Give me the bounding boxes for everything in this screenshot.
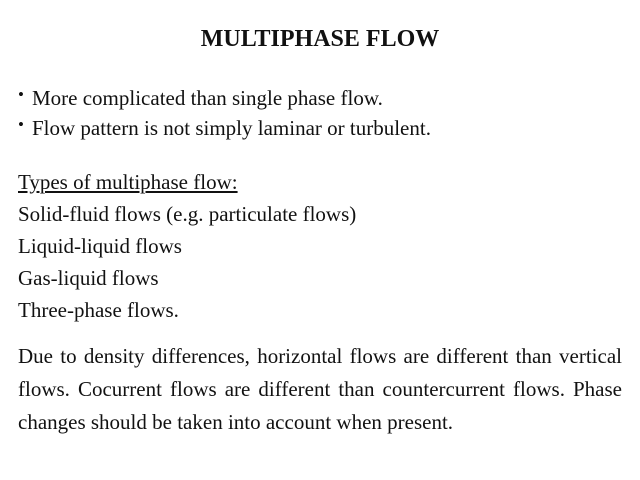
slide-title: MULTIPHASE FLOW xyxy=(200,26,440,52)
bullet-list: • More complicated than single phase flo… xyxy=(18,83,628,143)
bullet-text: Flow pattern is not simply laminar or tu… xyxy=(32,116,431,140)
type-item-gas-liquid: Gas-liquid flows xyxy=(18,266,159,290)
bullet-item: • Flow pattern is not simply laminar or … xyxy=(18,113,628,143)
types-section: Types of multiphase flow: Solid-fluid fl… xyxy=(18,166,628,326)
bullet-item: • More complicated than single phase flo… xyxy=(18,83,628,113)
bullet-dot-icon: • xyxy=(18,115,24,134)
type-item-liquid-liquid: Liquid-liquid flows xyxy=(18,234,182,258)
type-item-three-phase: Three-phase flows. xyxy=(18,298,179,322)
bullet-text: More complicated than single phase flow. xyxy=(32,86,383,110)
bullet-dot-icon: • xyxy=(18,85,24,104)
body-paragraph: Due to density differences, horizontal f… xyxy=(18,344,622,434)
types-heading: Types of multiphase flow: xyxy=(18,170,238,194)
type-item-solid-fluid: Solid-fluid flows (e.g. particulate flow… xyxy=(18,202,357,226)
